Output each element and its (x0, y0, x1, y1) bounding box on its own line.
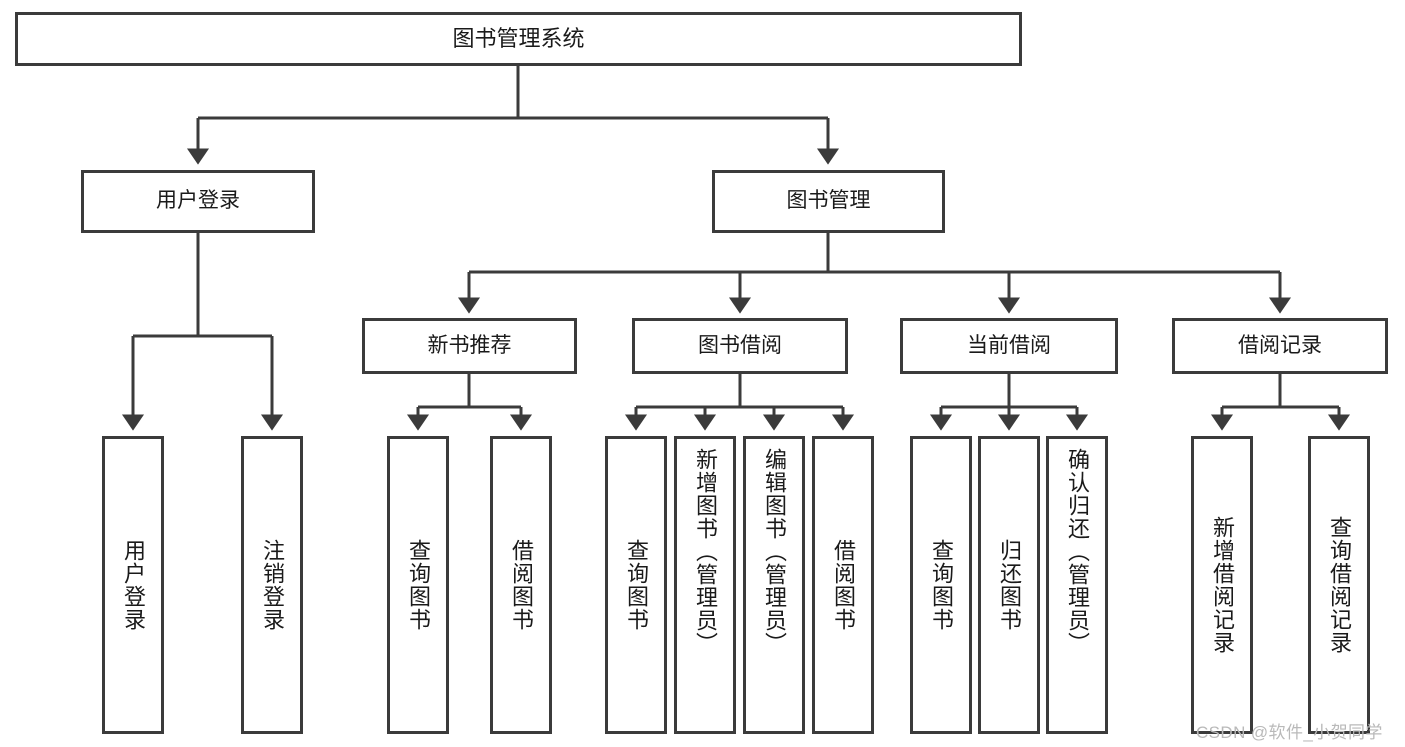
node-leaf-add-book[interactable]: 新增图书（管理员） (674, 436, 736, 734)
node-root[interactable]: 图书管理系统 (15, 12, 1022, 66)
node-leaf-query-book-current[interactable]: 查询图书 (910, 436, 972, 734)
node-borrow-record[interactable]: 借阅记录 (1172, 318, 1388, 374)
node-leaf-edit-book[interactable]: 编辑图书（管理员） (743, 436, 805, 734)
node-book-management-label: 图书管理 (786, 189, 871, 213)
node-current-borrow[interactable]: 当前借阅 (900, 318, 1118, 374)
node-leaf-query-book-borrow-label: 查询图书 (624, 539, 649, 631)
node-leaf-return-book[interactable]: 归还图书 (978, 436, 1040, 734)
node-leaf-edit-book-label: 编辑图书（管理员） (762, 448, 787, 655)
node-leaf-query-book-borrow[interactable]: 查询图书 (605, 436, 667, 734)
node-leaf-query-book-current-label: 查询图书 (929, 539, 954, 631)
node-leaf-borrow-book-recommend-label: 借阅图书 (509, 539, 534, 631)
node-current-borrow-label: 当前借阅 (967, 333, 1051, 357)
node-leaf-borrow-book-borrow[interactable]: 借阅图书 (812, 436, 874, 734)
node-leaf-borrow-book-recommend[interactable]: 借阅图书 (490, 436, 552, 734)
node-new-book-recommend-label: 新书推荐 (427, 333, 512, 357)
node-book-borrow[interactable]: 图书借阅 (632, 318, 848, 374)
node-leaf-query-book-recommend[interactable]: 查询图书 (387, 436, 449, 734)
node-book-management[interactable]: 图书管理 (712, 170, 945, 233)
node-leaf-confirm-return-label: 确认归还（管理员） (1065, 448, 1090, 655)
node-leaf-user-login-label: 用户登录 (121, 539, 146, 631)
node-user-login-label: 用户登录 (156, 189, 240, 213)
node-leaf-borrow-book-borrow-label: 借阅图书 (831, 539, 856, 631)
node-new-book-recommend[interactable]: 新书推荐 (362, 318, 577, 374)
node-book-borrow-label: 图书借阅 (698, 333, 782, 357)
node-leaf-add-borrow-record[interactable]: 新增借阅记录 (1191, 436, 1253, 734)
node-root-label: 图书管理系统 (452, 26, 585, 52)
node-leaf-logout-label: 注销登录 (260, 539, 285, 631)
csdn-watermark: CSDN @软件_小贺同学 (1196, 723, 1383, 742)
node-user-login[interactable]: 用户登录 (81, 170, 315, 233)
node-leaf-user-login[interactable]: 用户登录 (102, 436, 164, 734)
node-leaf-add-book-label: 新增图书（管理员） (693, 448, 718, 655)
node-leaf-confirm-return[interactable]: 确认归还（管理员） (1046, 436, 1108, 734)
node-leaf-query-borrow-record[interactable]: 查询借阅记录 (1308, 436, 1370, 734)
node-borrow-record-label: 借阅记录 (1238, 333, 1322, 357)
node-leaf-query-borrow-record-label: 查询借阅记录 (1327, 516, 1352, 654)
node-leaf-logout[interactable]: 注销登录 (241, 436, 303, 734)
node-leaf-add-borrow-record-label: 新增借阅记录 (1210, 516, 1235, 654)
node-leaf-query-book-recommend-label: 查询图书 (406, 539, 431, 631)
node-leaf-return-book-label: 归还图书 (997, 539, 1022, 631)
